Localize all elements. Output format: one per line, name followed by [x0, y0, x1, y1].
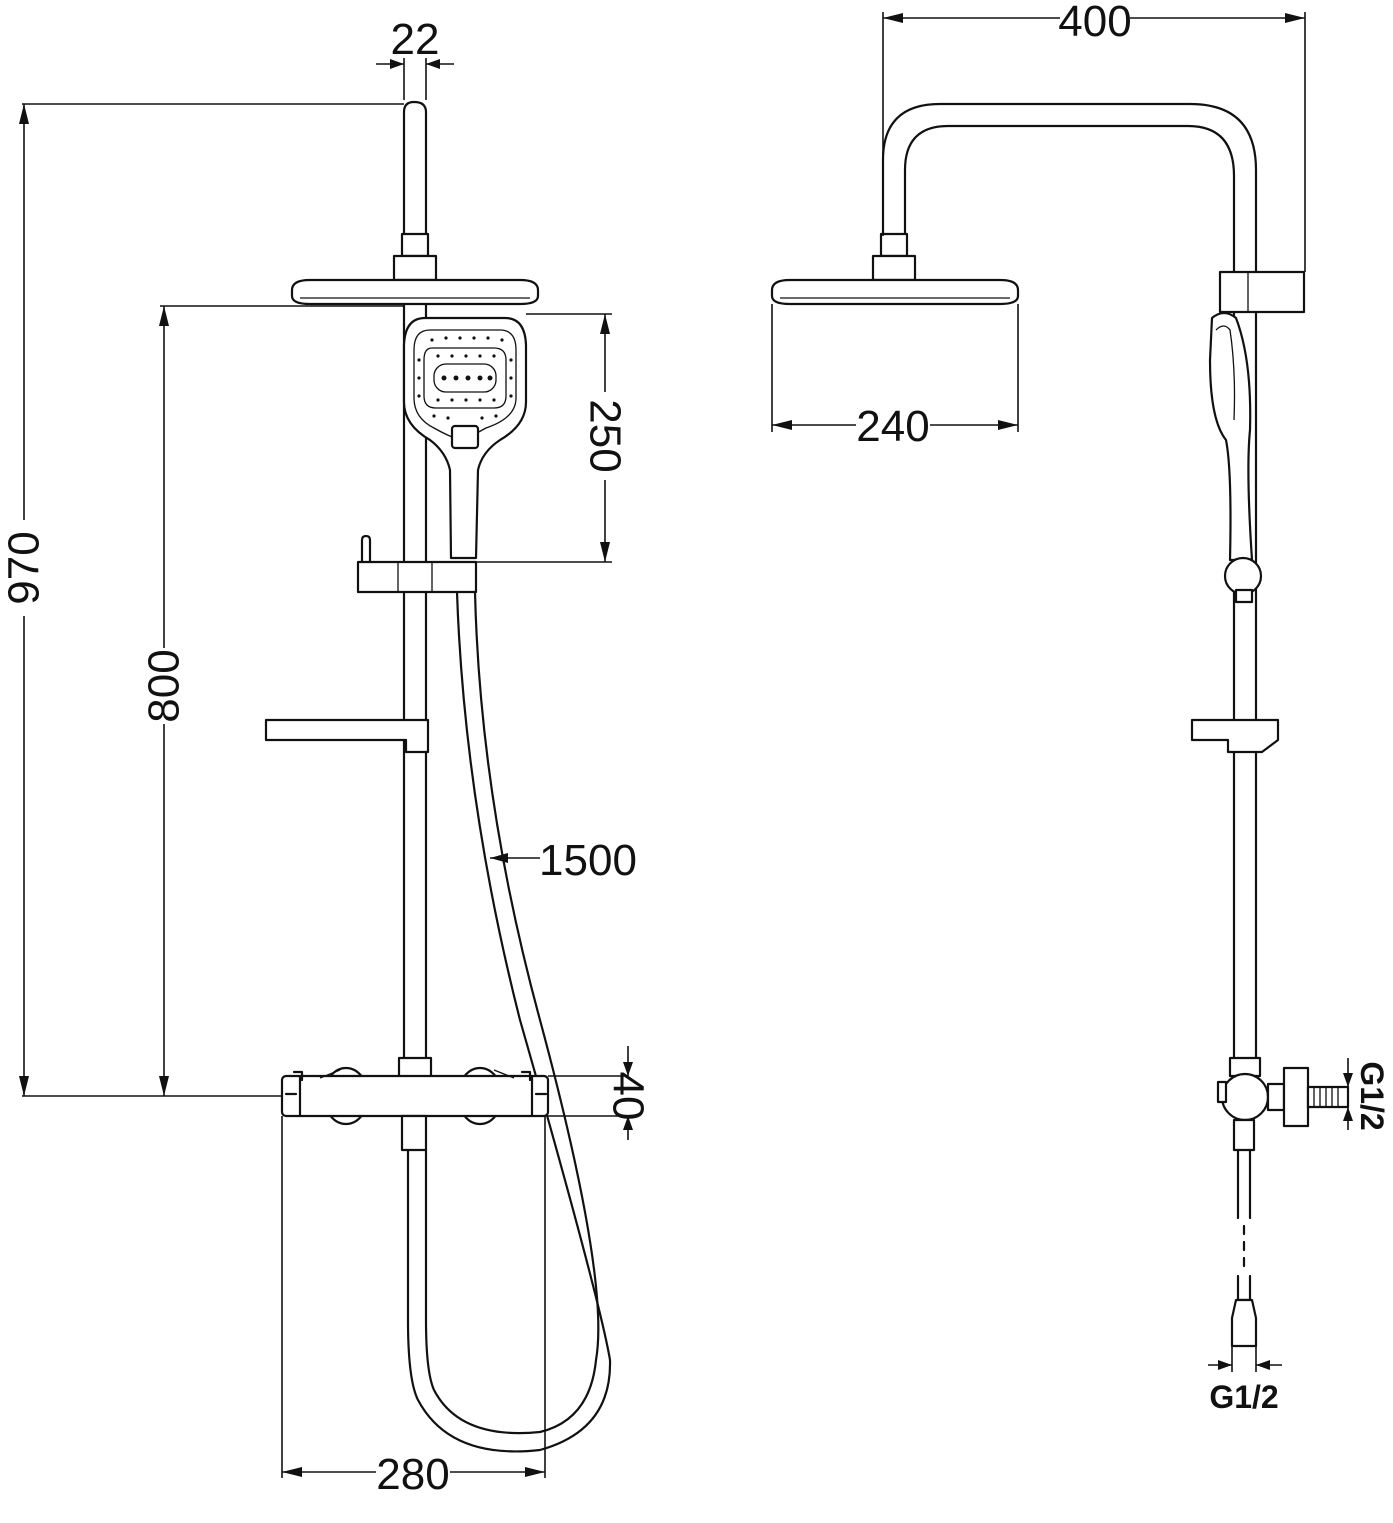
upper-pipe	[402, 100, 428, 238]
side-hand-shower	[1208, 311, 1254, 562]
overhead-shower-head	[290, 278, 540, 306]
side-valve-body	[1220, 1072, 1270, 1122]
side-soap-shelf	[1190, 718, 1280, 754]
dimension-lines	[19, 12, 1353, 1478]
side-hose-outlet	[1236, 1148, 1252, 1220]
dim-valve-height: 40	[604, 1072, 653, 1121]
hand-shower-holder[interactable]	[356, 560, 478, 594]
head-connector	[392, 254, 438, 282]
dim-valve-spacing: 280	[376, 1450, 449, 1499]
dim-overhead-reach: 400	[1058, 0, 1131, 46]
dim-hand-shower-length: 250	[581, 399, 630, 472]
side-rail-bracket	[1218, 270, 1306, 314]
valve-outlet	[400, 1114, 428, 1152]
dim-hose-length: 1500	[539, 836, 637, 885]
thermostatic-mixer	[280, 1066, 550, 1126]
front-view	[264, 100, 612, 1453]
nozzle-dots	[417, 336, 513, 420]
side-overhead-head	[770, 278, 1020, 306]
dim-rail-diameter: 22	[391, 15, 440, 64]
upper-pipe-nut	[400, 232, 430, 258]
shower-hose	[406, 590, 612, 1453]
dim-outlet-thread: G1/2	[1209, 1379, 1278, 1415]
hose-end-fitting	[1230, 1298, 1258, 1348]
dim-total-height: 970	[0, 531, 49, 604]
spray-mode-button[interactable]	[450, 424, 480, 450]
side-view	[770, 102, 1350, 1348]
soap-shelf	[264, 718, 430, 754]
dim-inlet-thread: G1/2	[1354, 1061, 1390, 1130]
wall-connector	[1282, 1066, 1310, 1128]
overhead-arm	[881, 102, 1258, 280]
side-arm-nut	[879, 232, 909, 258]
dim-rail-height: 800	[140, 649, 189, 722]
dim-head-diameter: 240	[856, 402, 929, 451]
